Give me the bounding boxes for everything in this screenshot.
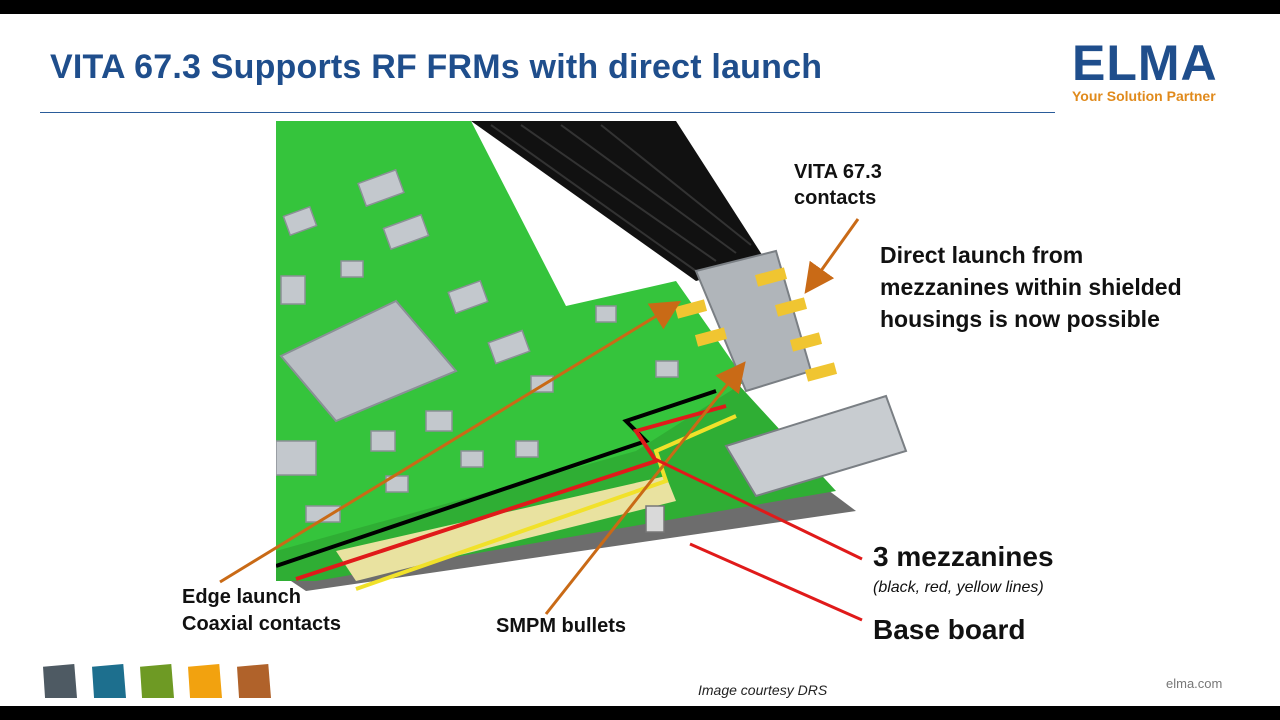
- board-illustration: [276, 121, 916, 591]
- mezzanines-pointer: [654, 457, 863, 561]
- vita-contacts-arrow: [804, 218, 860, 294]
- vita-contacts-label: VITA 67.3 contacts: [794, 161, 882, 209]
- smpm-label: SMPM bullets: [496, 615, 627, 637]
- slide-title: VITA 67.3 Supports RF FRMs with direct l…: [50, 48, 823, 86]
- heatsink: [471, 121, 766, 281]
- tile-teal: [92, 664, 126, 698]
- mezzanines-note: (black, red, yellow lines): [873, 579, 1044, 596]
- edge-launch-arrow: [219, 300, 682, 584]
- logo-tagline: Your Solution Partner: [1072, 88, 1216, 104]
- smpm-arrow: [544, 361, 746, 615]
- tile-brown: [237, 664, 271, 698]
- mezzanines-label: 3 mezzanines: [873, 541, 1054, 572]
- edge-launch-label: Edge launch Coaxial contacts: [182, 586, 341, 635]
- annotation-arrows: [219, 218, 863, 622]
- tile-orange: [188, 664, 222, 698]
- base-board-pointer: [689, 542, 863, 622]
- base-board-label: Base board: [873, 614, 1026, 645]
- title-divider: [40, 112, 1055, 113]
- tile-gray: [43, 664, 77, 698]
- logo-wordmark: ELMA: [1072, 35, 1218, 91]
- elma-logo: ELMA Your Solution Partner: [1072, 38, 1242, 104]
- tile-green: [140, 664, 174, 698]
- image-credit: Image courtesy DRS: [698, 682, 828, 698]
- site-url: elma.com: [1166, 676, 1223, 691]
- direct-launch-label: Direct launch from mezzanines within shi…: [880, 242, 1182, 332]
- slide: VITA 67.3 Supports RF FRMs with direct l…: [0, 14, 1280, 706]
